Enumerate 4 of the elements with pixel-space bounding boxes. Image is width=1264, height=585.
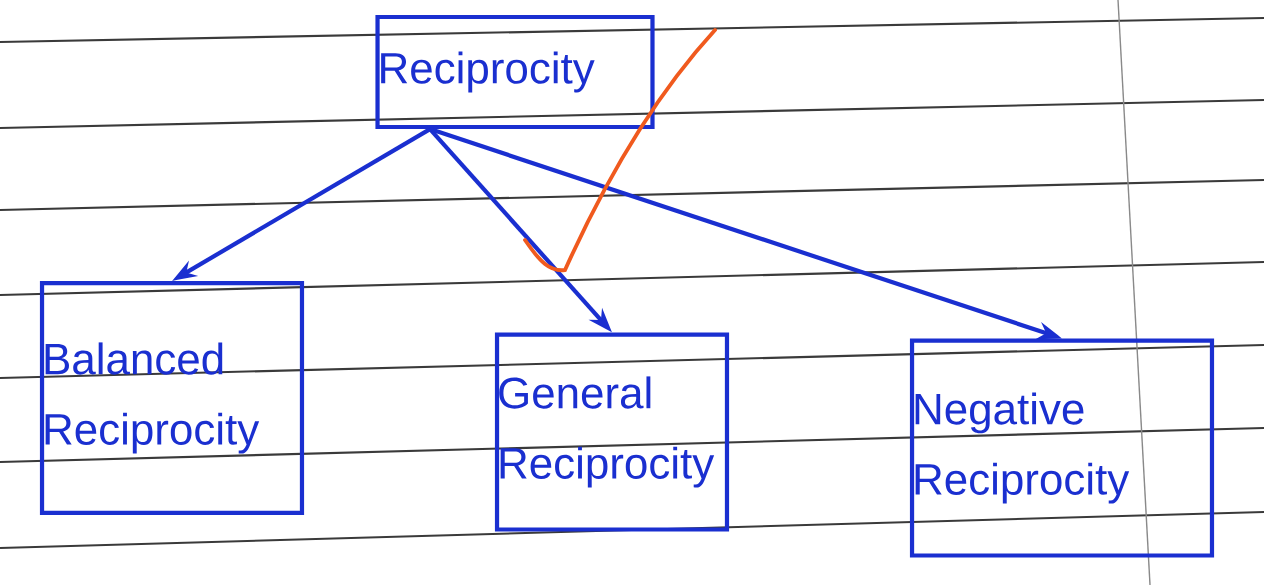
text-box: Balanced Reciprocity — [39, 280, 305, 516]
text-box: Negative Reciprocity — [909, 338, 1215, 558]
text-box: General Reciprocity — [494, 332, 730, 532]
text-box: Reciprocity — [375, 14, 655, 130]
